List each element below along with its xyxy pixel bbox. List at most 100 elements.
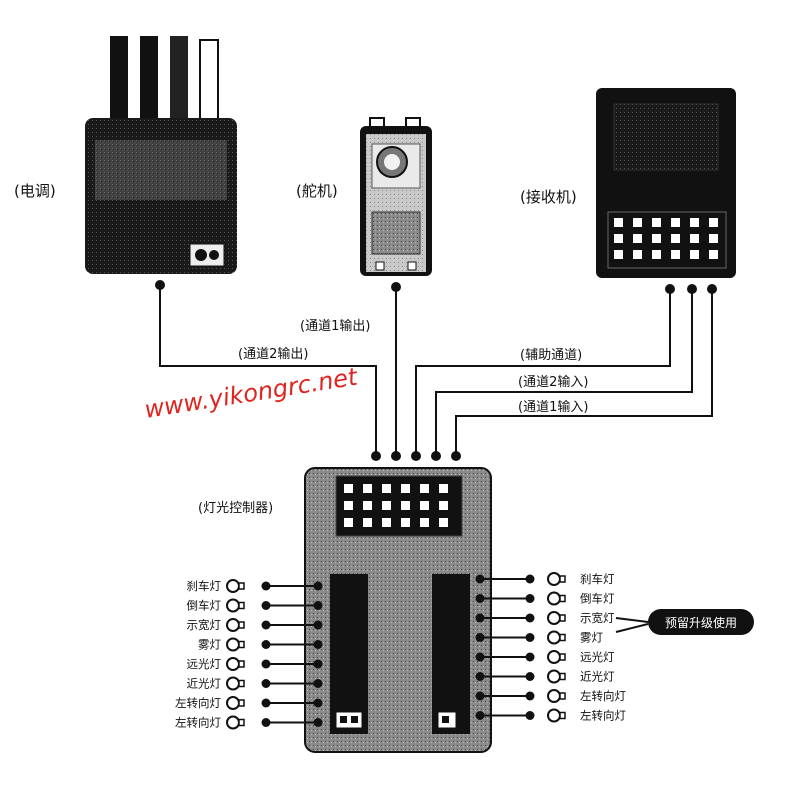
terminal-dot [525,594,535,603]
controller-pin [401,518,410,527]
left-light-label: 雾灯 [198,638,221,652]
left-light-row: 左转向灯 [175,696,323,710]
left-light-label: 左转向灯 [175,696,221,710]
bulb-base-icon [559,594,566,603]
receiver-pin-grid [614,218,718,259]
receiver-pin [633,250,642,259]
left-light-label: 远光灯 [187,657,222,671]
controller-input-pins [371,451,461,461]
esc-label: (电调) [14,182,56,200]
right-light-label: 倒车灯 [580,592,615,606]
receiver-pin [690,234,699,243]
bulb-base-icon [238,601,245,610]
bulb-base-icon [238,718,245,727]
bulb-base-icon [238,640,245,649]
left-light-row: 雾灯 [198,637,323,652]
bulb-base-icon [559,672,566,681]
controller-label: (灯光控制器) [198,501,273,516]
controller-pin [439,501,448,510]
left-light-label: 刹车灯 [187,579,222,593]
controller-terminal [313,581,323,591]
bulb-base-icon [238,582,245,590]
bulb-icon [226,579,240,593]
wire-ch1-in [455,284,717,456]
controller-terminal [313,620,323,630]
bulb-icon [547,689,561,703]
receiver-pin [671,234,680,243]
receiver-pin [614,218,623,227]
label-ch1-out: (通道1输出) [300,318,370,334]
controller-pin [420,518,429,527]
controller-pin [363,518,372,527]
label-ch2-in: (通道2输入) [518,374,588,390]
bulb-icon [547,591,561,606]
terminal-dot [525,574,535,584]
bulb-icon [226,696,240,710]
bulb-base-icon [559,575,566,583]
bulb-base-icon [559,711,566,720]
controller-pin [363,484,372,493]
wire-aux [415,284,675,456]
label-ch2-out: (通道2输出) [238,346,308,362]
wire-servo-ch1 [391,282,401,456]
right-light-label: 示宽灯 [580,611,615,625]
right-light-label: 雾灯 [580,631,603,645]
right-light-row: 近光灯 [475,669,615,684]
bulb-base-icon [559,633,566,642]
receiver-pin [709,218,718,227]
left-light-label: 近光灯 [187,677,222,691]
controller-pin-grid [344,484,448,527]
bulb-icon [226,657,240,671]
controller-pin [382,518,391,527]
controller-terminal [313,601,323,610]
controller-pin [344,484,353,493]
bulb-base-icon [238,679,245,688]
watermark: www.yikongrc.net [143,362,361,424]
receiver-module [596,88,736,278]
bulb-icon [547,650,561,664]
left-light-row: 左转向灯 [175,715,323,730]
terminal-dot [525,711,535,720]
left-light-label: 倒车灯 [187,599,222,613]
controller-pin [382,501,391,510]
terminal-dot [525,613,535,623]
controller-pin [439,484,448,493]
right-light-label: 远光灯 [580,650,615,664]
controller-terminal [313,659,323,669]
controller-pin [420,484,429,493]
bulb-icon [226,676,240,691]
receiver-pin [709,250,718,259]
receiver-pin [690,250,699,259]
terminal-dot [525,672,535,681]
left-light-label: 示宽灯 [187,618,222,632]
right-light-label: 左转向灯 [580,709,626,723]
right-light-row: 雾灯 [475,630,603,645]
receiver-pin [671,218,680,227]
controller-pin [401,501,410,510]
controller-pin [382,484,391,493]
receiver-pin [690,218,699,227]
controller-pin [439,518,448,527]
terminal-dot [525,633,535,642]
receiver-pin [633,218,642,227]
controller-pin [344,501,353,510]
controller-pin [363,501,372,510]
right-light-label: 近光灯 [580,670,615,684]
controller-terminal [313,679,323,688]
right-light-label: 左转向灯 [580,689,626,703]
bulb-icon [226,598,240,613]
terminal-dot [525,652,535,662]
servo-module [360,117,432,276]
bulb-icon [547,572,561,586]
right-light-row: 左转向灯 [475,708,626,723]
receiver-pin [652,218,661,227]
bulb-icon [226,618,240,632]
controller-terminal [313,640,323,649]
receiver-pin [633,234,642,243]
left-light-label: 左转向灯 [175,716,221,730]
label-ch1-in: (通道1输入) [518,399,588,415]
receiver-pin [709,234,718,243]
terminal-dot [525,691,535,701]
